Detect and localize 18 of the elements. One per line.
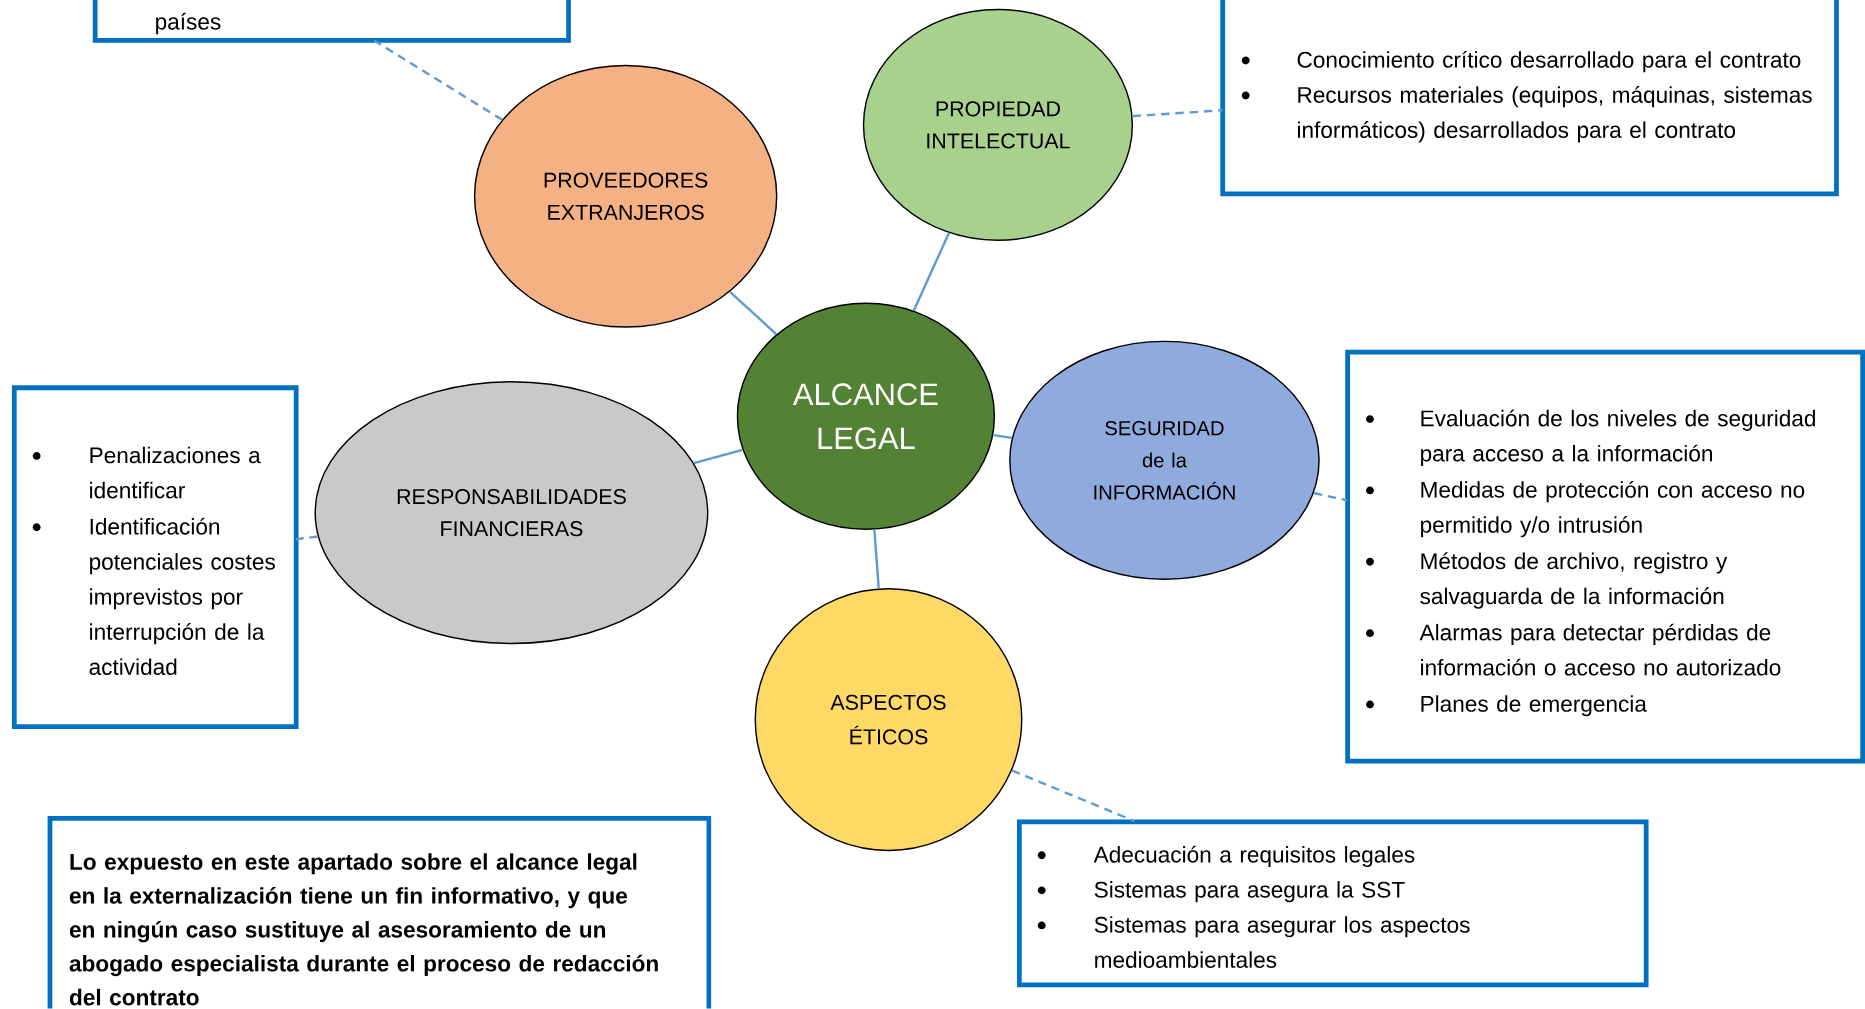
connector-line [693,448,743,465]
dashed-connector [1132,109,1223,118]
bullet-list-box: Evaluación de los niveles de seguridad para acceso a la información Medidas de protección con acceso no permitido y/o intrusión Métodos de archivo, registro y salvaguarda de la información Alarmas para detectar pérdidas de información o acceso no autorizado Planes de emergencia [1345,349,1865,764]
node-label: Conocimiento crítico desarrollado para el contrato [1297,51,1801,73]
dashed-connector [1313,492,1348,502]
bullet-list-box: Adecuación a requisitos legales Sistemas para asegura la SST Sistemas para asegurar los aspectos medioambientales [1016,819,1649,988]
node-label: Recursos materiales (equipos, máquinas, sistemas informáticos) desarrollados para el contrato [1297,86,1812,143]
dashed-connector [295,535,318,541]
connector-line [912,232,950,312]
connector-line [873,529,880,589]
bullet-list-box: Penalizaciones a identificar Identificación potenciales costes imprevistos por interrupción de la actividad [11,385,299,730]
dashed-connector [373,39,503,121]
text-box: países [92,0,571,43]
note-box: Lo expuesto en este apartado sobre el alcance legal en la externalización tiene un fin informativo, y que en ningún caso sustituye al asesoramiento de un abogado especialista durante el proceso de redacción del contrato [47,816,712,1009]
dashed-connector [1011,769,1135,823]
connector-line [729,291,778,336]
connector-line [993,434,1013,440]
bullet-list-box: Conocimiento crítico desarrollado para el contrato Recursos materiales (equipos, máquinas, sistemas informáticos) desarrollados para el contrato [1220,0,1839,197]
